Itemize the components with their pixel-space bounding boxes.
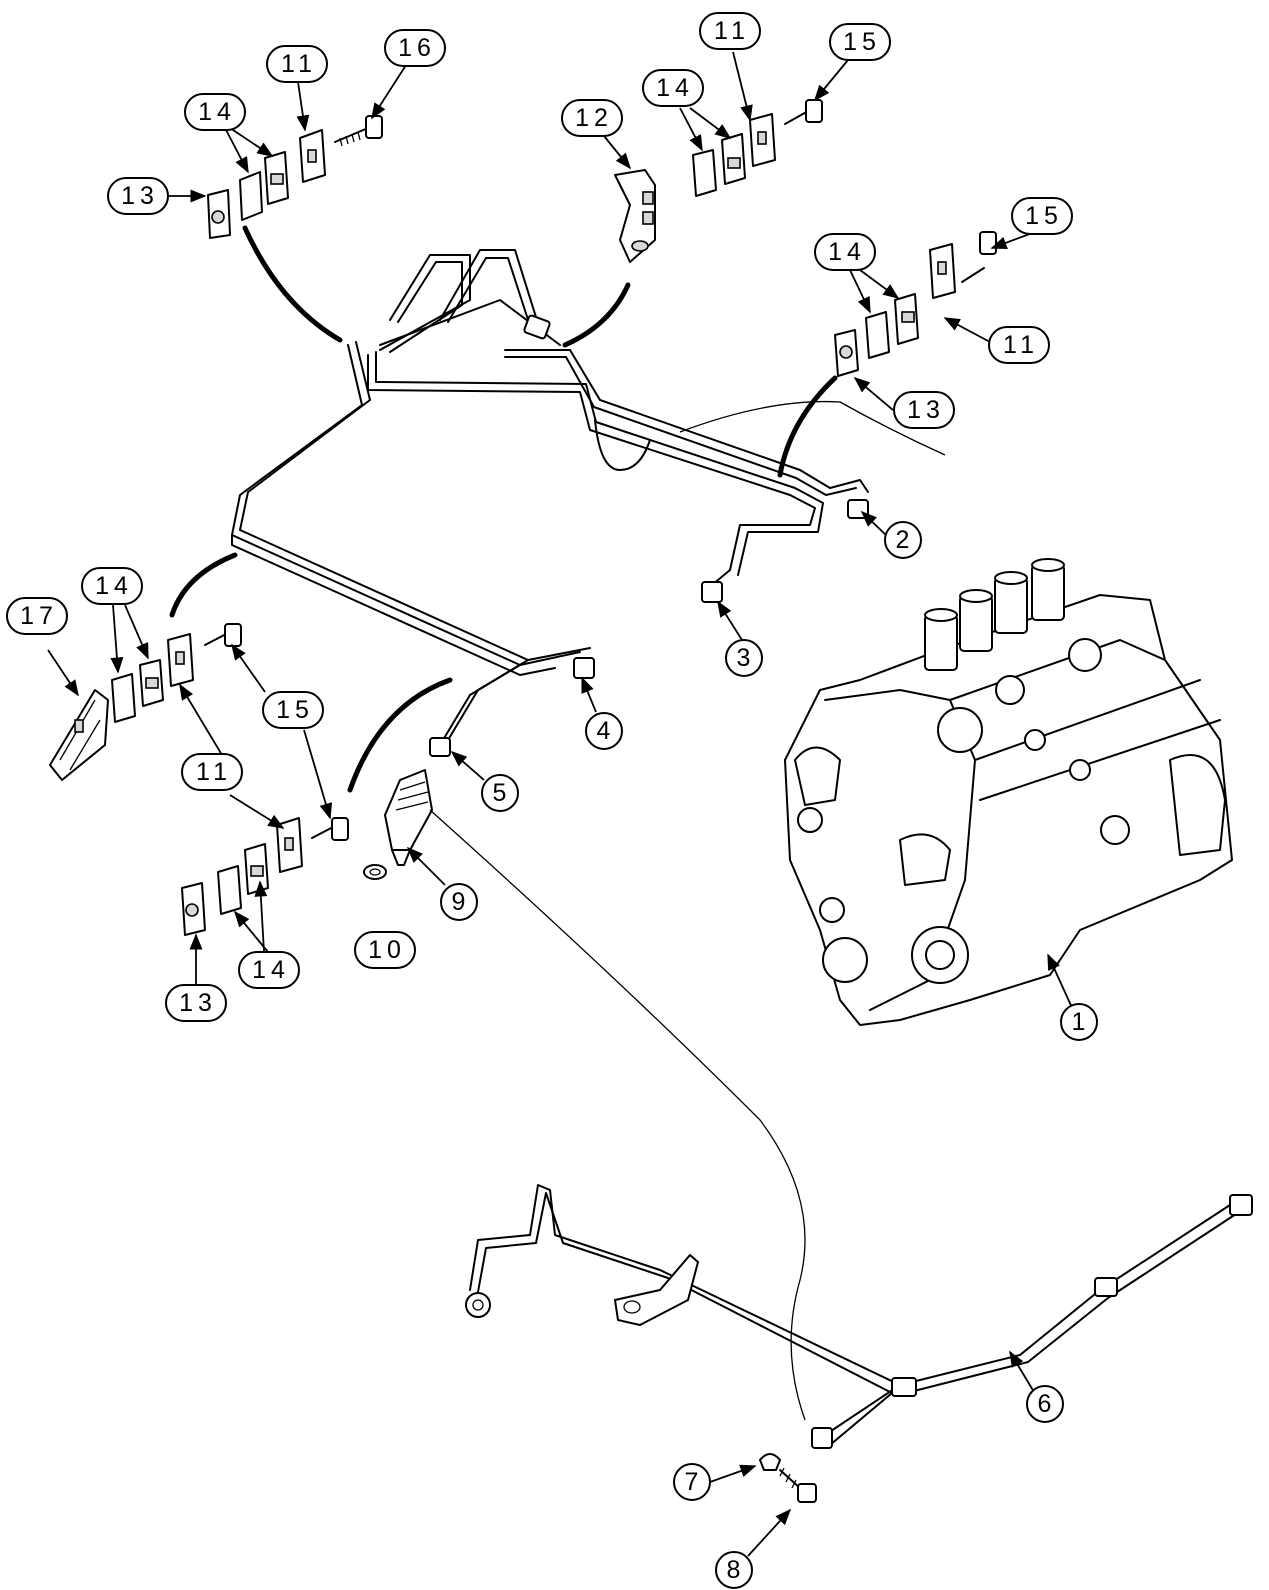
- callout-13: 13: [107, 177, 169, 215]
- callout-label: 14: [656, 74, 694, 102]
- leak-off-line-6: [465, 1184, 1253, 1449]
- washer-10: [363, 864, 387, 880]
- callout-13: 13: [893, 391, 955, 429]
- callout-17: 17: [6, 597, 68, 635]
- callout-11: 11: [181, 753, 243, 791]
- callout-label: 15: [1025, 202, 1063, 230]
- callout-14: 14: [238, 951, 300, 989]
- callout-label: 11: [281, 50, 317, 78]
- callout-5: 5: [481, 774, 519, 812]
- clamp-set-left-upper: [111, 623, 242, 723]
- callout-label: 4: [597, 717, 616, 745]
- callout-11: 11: [699, 12, 761, 50]
- callout-label: 13: [179, 989, 217, 1017]
- callout-label: 1: [1072, 1008, 1091, 1036]
- callout-label: 3: [737, 644, 756, 672]
- injector-leakoff-leader: [429, 809, 806, 1421]
- clamp-location-arcs: [169, 225, 838, 793]
- callout-label: 15: [276, 696, 314, 724]
- callout-2: 2: [884, 521, 922, 559]
- injector-9: [384, 769, 433, 866]
- callout-label: 14: [198, 98, 236, 126]
- clamp-set-left-lower: [181, 817, 349, 936]
- callout-10: 10: [354, 931, 416, 969]
- callout-11: 11: [266, 45, 328, 83]
- callout-6: 6: [1026, 1385, 1064, 1423]
- callout-label: 11: [714, 17, 750, 45]
- callout-14: 14: [81, 567, 143, 605]
- callout-14: 14: [184, 93, 246, 131]
- callout-label: 5: [493, 779, 512, 807]
- clamp-set-top-right: [692, 99, 823, 197]
- callout-label: 14: [252, 956, 290, 984]
- bracket-17: [49, 689, 109, 781]
- clamp-set-top-left: [207, 115, 383, 239]
- callout-label: 14: [828, 238, 866, 266]
- callout-label: 11: [196, 758, 232, 786]
- callout-3: 3: [725, 639, 763, 677]
- callout-label: 2: [896, 526, 915, 554]
- callout-7: 7: [673, 1463, 711, 1501]
- callout-16: 16: [384, 29, 446, 67]
- callout-label: 13: [907, 396, 945, 424]
- callout-8: 8: [715, 1551, 753, 1589]
- callout-11: 11: [988, 326, 1050, 364]
- callout-15: 15: [829, 23, 891, 61]
- callout-15: 15: [1011, 197, 1073, 235]
- callout-4: 4: [585, 712, 623, 750]
- callout-14: 14: [814, 233, 876, 271]
- callout-15: 15: [262, 691, 324, 729]
- callout-label: 10: [368, 936, 406, 964]
- bracket-12: [614, 169, 656, 263]
- callout-14: 14: [642, 69, 704, 107]
- bolt-8: [779, 1467, 817, 1503]
- callout-9: 9: [440, 883, 478, 921]
- callout-label: 16: [398, 34, 436, 62]
- leader-lines: [47, 51, 1075, 1557]
- callout-12: 12: [561, 99, 623, 137]
- callout-label: 7: [685, 1468, 704, 1496]
- callout-label: 11: [1003, 331, 1039, 359]
- clip-7: [759, 1453, 781, 1471]
- callout-label: 17: [20, 602, 58, 630]
- callout-label: 6: [1038, 1390, 1057, 1418]
- callout-label: 8: [727, 1556, 746, 1584]
- callout-1: 1: [1060, 1003, 1098, 1041]
- callout-label: 15: [843, 28, 881, 56]
- callout-label: 12: [575, 104, 613, 132]
- callout-label: 9: [452, 888, 471, 916]
- callout-13: 13: [165, 984, 227, 1022]
- callout-label: 14: [95, 572, 133, 600]
- callout-label: 13: [121, 182, 159, 210]
- injection-pump-1: [784, 558, 1233, 1026]
- injection-line-bundle: [231, 249, 946, 757]
